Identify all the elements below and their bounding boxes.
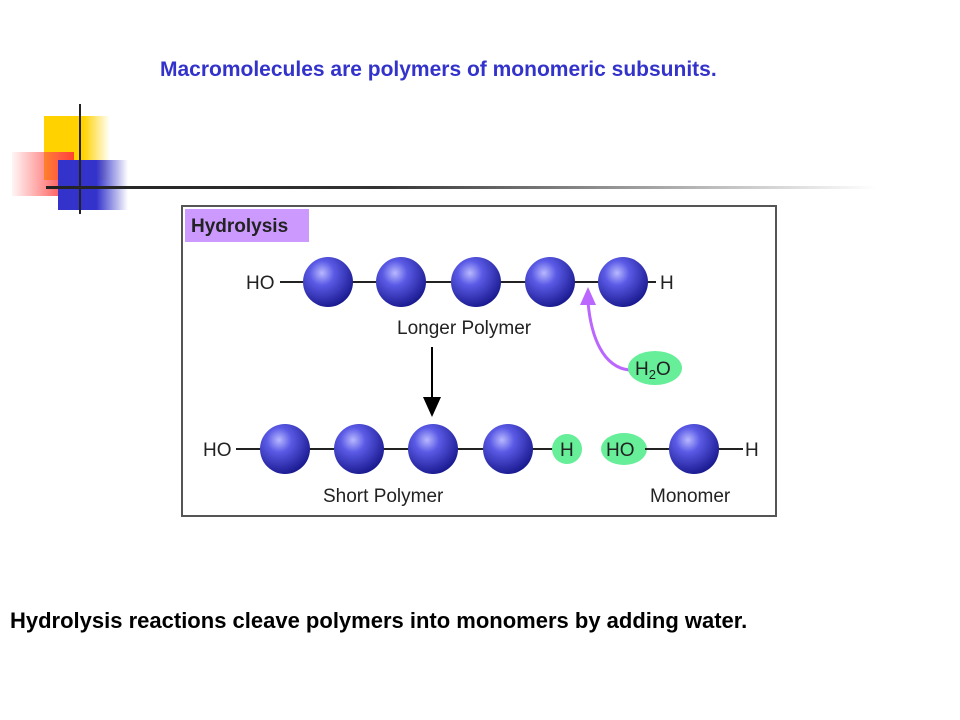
top-monomer-5 <box>598 257 648 307</box>
h-cap-bubble <box>552 434 582 464</box>
hydrolysis-diagram: Hydrolysis HO H Longer Polymer H2O HO H … <box>181 205 777 517</box>
reaction-arrow-head <box>423 397 441 417</box>
panel-label-background <box>185 209 309 242</box>
panel-label: Hydrolysis <box>191 216 288 237</box>
short-polymer-label: Short Polymer <box>323 486 444 507</box>
short-monomer-3 <box>408 424 458 474</box>
short-monomer-1 <box>260 424 310 474</box>
short-monomer-2 <box>334 424 384 474</box>
short-monomer-4 <box>483 424 533 474</box>
monomer-label: Monomer <box>650 486 731 507</box>
bottom-chain-right-end: H <box>745 440 759 461</box>
top-monomer-2 <box>376 257 426 307</box>
longer-polymer-label: Longer Polymer <box>397 318 532 339</box>
decorative-vertical-line <box>79 104 81 214</box>
water-arrow <box>586 301 630 372</box>
slide-caption: Hydrolysis reactions cleave polymers int… <box>10 608 748 633</box>
top-monomer-4 <box>525 257 575 307</box>
water-bubble <box>628 351 682 385</box>
top-chain-left-end: HO <box>246 273 275 294</box>
free-monomer <box>669 424 719 474</box>
ho-cap-label: HO <box>606 440 635 461</box>
ho-cap-bubble <box>601 433 647 465</box>
slide-title: Macromolecules are polymers of monomeric… <box>160 58 717 81</box>
top-monomer-1 <box>303 257 353 307</box>
water-arrow-head <box>580 287 596 305</box>
decorative-horizontal-rule <box>46 186 876 189</box>
bottom-chain-left-end: HO <box>203 440 232 461</box>
h-cap-label: H <box>560 440 574 461</box>
decorative-blue-square <box>58 160 128 210</box>
hydrolysis-svg: Hydrolysis HO H Longer Polymer H2O HO H … <box>185 209 759 507</box>
top-monomer-3 <box>451 257 501 307</box>
top-chain-right-end: H <box>660 273 674 294</box>
water-label: H2O <box>635 359 671 382</box>
